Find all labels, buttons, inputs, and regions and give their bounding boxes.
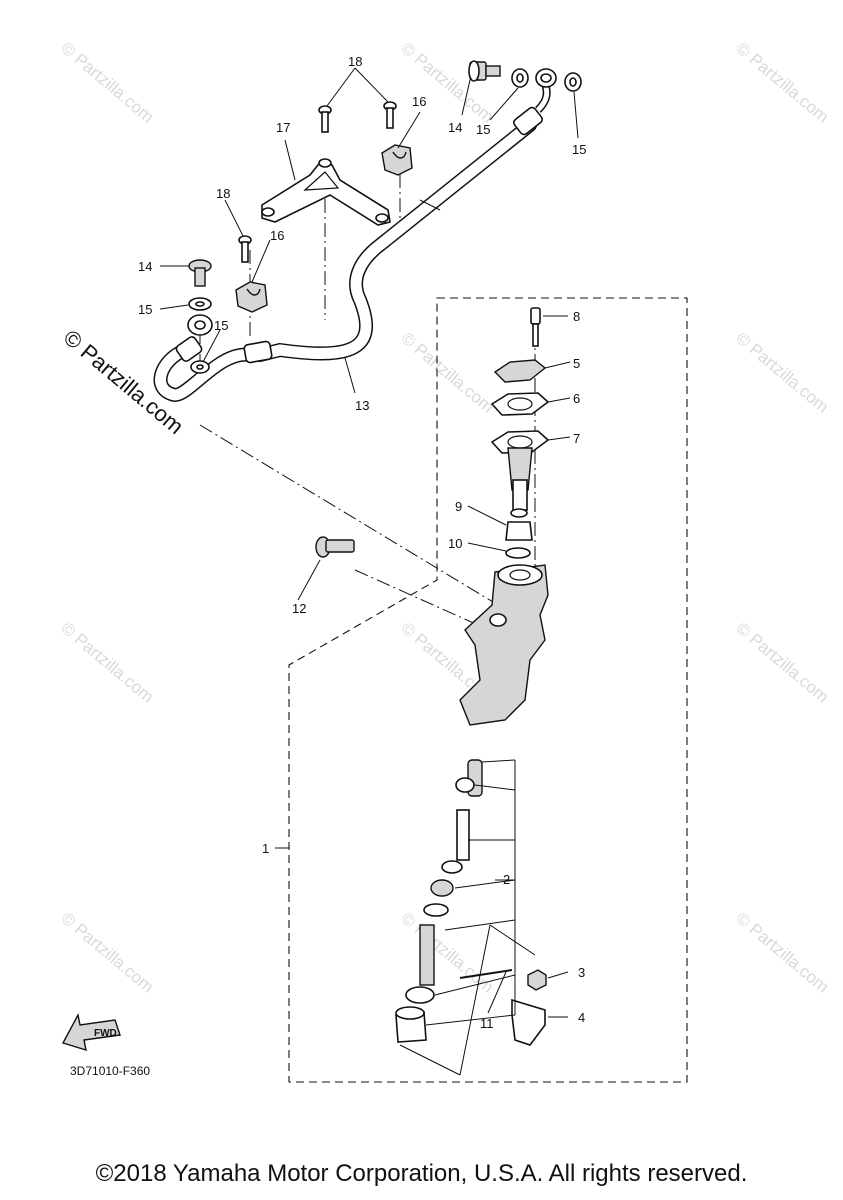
callout-15: 15: [476, 122, 490, 137]
callout-8: 8: [573, 309, 580, 324]
fwd-label: FWD: [94, 1028, 117, 1039]
callout-14: 14: [448, 120, 462, 135]
watermark: © Partzilla.com: [397, 329, 497, 417]
reservoir-parts: [490, 307, 550, 559]
copyright-notice: ©2018 Yamaha Motor Corporation, U.S.A. A…: [95, 1160, 748, 1187]
brake-hose: [153, 68, 557, 403]
callout-2: 2: [503, 872, 510, 887]
callout-16: 16: [270, 228, 284, 243]
callout-11: 11: [480, 1016, 494, 1031]
callout-4: 4: [578, 1010, 585, 1025]
callout-18: 18: [216, 186, 230, 201]
callout-5: 5: [573, 356, 580, 371]
callout-7: 7: [573, 431, 580, 446]
callout-14: 14: [138, 259, 152, 274]
hose-bracket: [261, 158, 391, 226]
union-bolt-upper: [468, 60, 501, 82]
assembly-boundary: [288, 297, 688, 1083]
callout-17: 17: [276, 120, 290, 135]
diagram-code: 3D71010-F360: [70, 1064, 150, 1078]
piston-kit: [395, 759, 483, 1043]
watermark: © Partzilla.com: [732, 329, 832, 417]
callout-15: 15: [138, 302, 152, 317]
callout-15: 15: [572, 142, 586, 157]
callout-18: 18: [348, 54, 362, 69]
callout-10: 10: [448, 536, 462, 551]
alignment-lines: [199, 150, 536, 626]
watermark: © Partzilla.com: [732, 39, 832, 127]
watermark: © Partzilla.com: [57, 909, 157, 997]
callouts: 18 16 17 18 16 14 15 15 14 15 15 13 8 5 …: [138, 54, 586, 1031]
watermark: © Partzilla.com: [732, 619, 832, 707]
watermark-dark: © Partzilla.com: [59, 325, 189, 439]
callout-6: 6: [573, 391, 580, 406]
watermark: © Partzilla.com: [732, 909, 832, 997]
screws: [238, 101, 397, 263]
callout-13: 13: [355, 398, 369, 413]
leader-lines: [159, 67, 579, 1076]
hose-clamps: [235, 144, 413, 313]
watermark: © Partzilla.com: [57, 39, 157, 127]
watermarks: © Partzilla.com © Partzilla.com © Partzi…: [57, 39, 832, 997]
mounting-bolt: [315, 536, 355, 558]
watermark: © Partzilla.com: [57, 619, 157, 707]
callout-16: 16: [412, 94, 426, 109]
copper-washers: [188, 68, 582, 374]
callout-15: 15: [214, 318, 228, 333]
callout-1: 1: [262, 841, 269, 856]
forward-arrow-icon: FWD: [61, 1012, 121, 1052]
callout-3: 3: [578, 965, 585, 980]
callout-12: 12: [292, 601, 306, 616]
master-cylinder-body: [459, 564, 549, 726]
callout-9: 9: [455, 499, 462, 514]
watermark: © Partzilla.com: [397, 39, 497, 127]
union-bolt-lower: [188, 259, 212, 287]
